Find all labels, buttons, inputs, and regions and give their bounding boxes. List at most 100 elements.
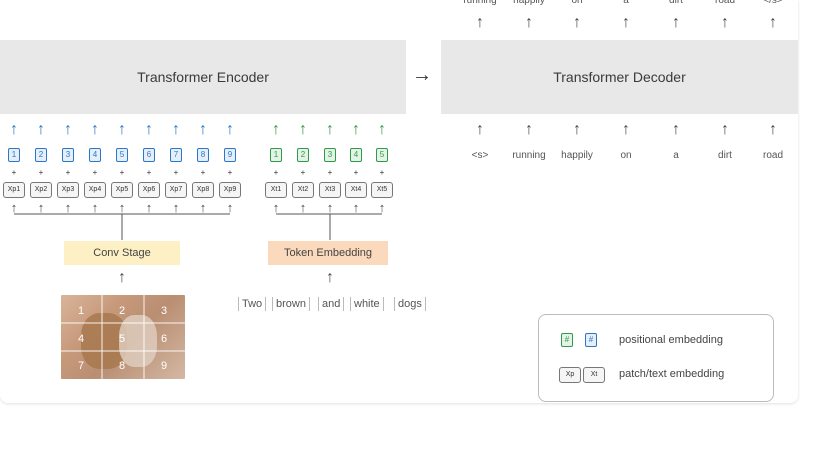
up-arrow-icon: ↑ — [199, 200, 207, 215]
up-arrow-icon: ↑ — [299, 121, 307, 138]
positional-embedding: 3 — [324, 148, 336, 162]
up-arrow-icon: ↑ — [37, 200, 45, 215]
plus-icon: + — [92, 168, 98, 177]
up-arrow-icon: ↑ — [326, 121, 334, 138]
encoder-title: Transformer Encoder — [137, 69, 269, 85]
input-word: Two — [238, 297, 267, 311]
transformer-encoder-box: Transformer Encoder — [0, 40, 406, 114]
plus-icon: + — [146, 168, 152, 177]
decoder-output-label: road — [714, 0, 735, 6]
decoder-output-label: happily — [513, 0, 545, 6]
up-arrow-icon: ↑ — [118, 200, 126, 215]
up-arrow-icon: ↑ — [352, 200, 360, 215]
dog-shape — [119, 315, 157, 367]
patch-embedding: Xp7 — [165, 182, 187, 198]
decoder-input-label: dirt — [718, 150, 732, 161]
decoder-output-label: </s> — [763, 0, 783, 6]
up-arrow-icon: ↑ — [10, 200, 18, 215]
positional-embedding: 3 — [62, 148, 74, 162]
decoder-output-label: dirt — [669, 0, 683, 6]
up-arrow-icon: ↑ — [272, 200, 280, 215]
patch-number: 1 — [77, 305, 85, 317]
up-arrow-icon: ↑ — [91, 200, 99, 215]
conv-stage-box: Conv Stage — [64, 241, 180, 265]
up-arrow-icon: ↑ — [769, 121, 777, 138]
plus-icon: + — [227, 168, 233, 177]
up-arrow-icon: ↑ — [672, 14, 680, 31]
positional-embedding: 2 — [297, 148, 309, 162]
plus-icon: + — [200, 168, 206, 177]
plus-icon: + — [119, 168, 125, 177]
up-arrow-icon: ↑ — [326, 200, 334, 215]
up-arrow-icon: ↑ — [525, 14, 533, 31]
token-embedding: Xt3 — [319, 182, 341, 198]
up-arrow-icon: ↑ — [352, 121, 360, 138]
decoder-output-label: on — [571, 0, 583, 6]
plus-icon: + — [300, 168, 306, 177]
patch-number: 3 — [160, 305, 168, 317]
up-arrow-icon: ↑ — [64, 121, 72, 138]
encoder-to-decoder-arrow: → — [412, 64, 432, 86]
input-word: brown — [272, 297, 310, 311]
up-arrow-icon: ↑ — [172, 121, 180, 138]
plus-icon: + — [65, 168, 71, 177]
stage-connectors — [14, 213, 382, 240]
up-arrow-icon: ↑ — [721, 121, 729, 138]
patch-embedding: Xp4 — [84, 182, 106, 198]
up-arrow-icon: ↑ — [145, 121, 153, 138]
legend-box: # # positional embedding Xp Xt patch/tex… — [538, 314, 774, 402]
token-embedding: Xt1 — [265, 182, 287, 198]
patch-number: 9 — [160, 360, 168, 372]
positional-embedding: 4 — [350, 148, 362, 162]
up-arrow-icon: ↑ — [145, 200, 153, 215]
patch-number: 8 — [118, 360, 126, 372]
plus-icon: + — [327, 168, 333, 177]
plus-icon: + — [38, 168, 44, 177]
input-word: dogs — [394, 297, 426, 311]
positional-embedding: 4 — [89, 148, 101, 162]
decoder-input-label: happily — [561, 150, 593, 161]
positional-embedding: 5 — [116, 148, 128, 162]
patch-number: 7 — [77, 360, 85, 372]
up-arrow-icon: ↑ — [299, 200, 307, 215]
up-arrow-icon: ↑ — [769, 14, 777, 31]
legend-xt-box: Xt — [583, 367, 605, 383]
patch-embedding: Xp2 — [30, 182, 52, 198]
decoder-output-label: running — [463, 0, 497, 6]
patch-embedding: Xp1 — [3, 182, 25, 198]
legend-green-positional: # — [561, 333, 573, 347]
decoder-title: Transformer Decoder — [553, 69, 686, 85]
up-arrow-icon: ↑ — [172, 200, 180, 215]
up-arrow-icon: ↑ — [622, 14, 630, 31]
positional-embedding: 1 — [8, 148, 20, 162]
patch-embedding: Xp6 — [138, 182, 160, 198]
words-to-embedding-arrow: ↑ — [326, 269, 334, 286]
up-arrow-icon: ↑ — [37, 121, 45, 138]
up-arrow-icon: ↑ — [118, 121, 126, 138]
token-embedding: Xt2 — [292, 182, 314, 198]
positional-embedding: 1 — [270, 148, 282, 162]
plus-icon: + — [173, 168, 179, 177]
plus-icon: + — [353, 168, 359, 177]
positional-embedding: 2 — [35, 148, 47, 162]
legend-blue-positional: # — [585, 333, 597, 347]
token-embedding-box: Token Embedding — [268, 241, 388, 265]
up-arrow-icon: ↑ — [91, 121, 99, 138]
up-arrow-icon: ↑ — [672, 121, 680, 138]
plus-icon: + — [273, 168, 279, 177]
patch-embedding: Xp9 — [219, 182, 241, 198]
input-word: white — [350, 297, 384, 311]
positional-embedding: 7 — [170, 148, 182, 162]
transformer-decoder-box: Transformer Decoder — [441, 40, 798, 114]
decoder-output-label: a — [623, 0, 629, 6]
up-arrow-icon: ↑ — [721, 14, 729, 31]
patch-embedding: Xp5 — [111, 182, 133, 198]
up-arrow-icon: ↑ — [476, 14, 484, 31]
positional-embedding: 5 — [376, 148, 388, 162]
up-arrow-icon: ↑ — [378, 121, 386, 138]
diagram-card: running happily on a dirt road </s> ↑ ↑ ↑ ↑ ↑ ↑ ↑ Tr… — [0, 0, 798, 403]
patch-number: 4 — [77, 333, 85, 345]
up-arrow-icon: ↑ — [378, 200, 386, 215]
input-word: and — [318, 297, 345, 311]
